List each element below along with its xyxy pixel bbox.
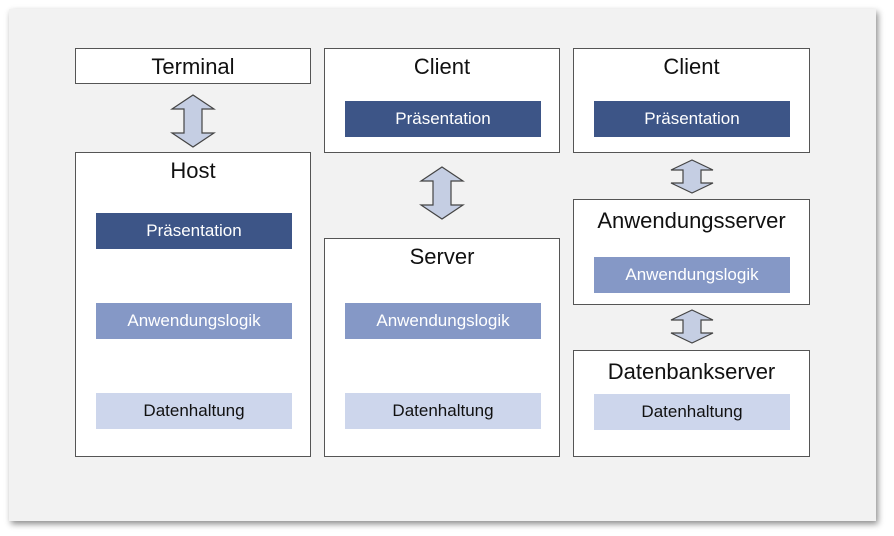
- double-arrow-icon: [419, 166, 465, 220]
- host-logic-layer: Anwendungslogik: [96, 303, 292, 339]
- client-title-1: Client: [413, 54, 471, 79]
- host-data-layer: Datenhaltung: [96, 393, 292, 429]
- double-arrow-icon: [670, 159, 714, 194]
- database-server-title: Datenbankserver: [607, 359, 776, 384]
- client-2-presentation-layer: Präsentation: [594, 101, 790, 137]
- double-arrow-icon: [670, 309, 714, 344]
- application-server-title: Anwendungsserver: [597, 208, 786, 233]
- host-title: Host: [170, 158, 216, 183]
- server-data-layer: Datenhaltung: [345, 393, 541, 429]
- host-box: Host Präsentation Anwendungslogik Datenh…: [75, 152, 311, 457]
- terminal-title: Terminal: [151, 54, 235, 79]
- database-server-box: Datenbankserver Datenhaltung: [573, 350, 810, 457]
- double-arrow-icon: [170, 94, 216, 148]
- application-server-box: Anwendungsserver Anwendungslogik: [573, 199, 810, 305]
- server-logic-layer: Anwendungslogik: [345, 303, 541, 339]
- application-server-logic-layer: Anwendungslogik: [594, 257, 790, 293]
- client-box-2: Client Präsentation: [573, 48, 810, 153]
- database-server-data-layer: Datenhaltung: [594, 394, 790, 430]
- server-title: Server: [409, 244, 475, 269]
- terminal-box: Terminal: [75, 48, 311, 84]
- server-box: Server Anwendungslogik Datenhaltung: [324, 238, 560, 457]
- host-presentation-layer: Präsentation: [96, 213, 292, 249]
- client-1-presentation-layer: Präsentation: [345, 101, 541, 137]
- client-box-1: Client Präsentation: [324, 48, 560, 153]
- client-title-2: Client: [663, 54, 720, 79]
